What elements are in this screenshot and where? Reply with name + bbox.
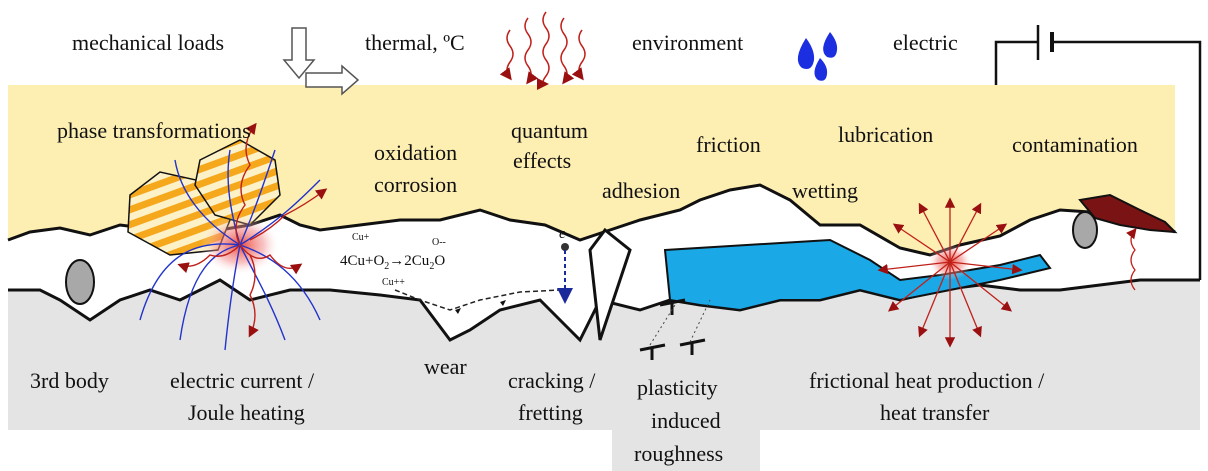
electron-icon xyxy=(561,243,569,251)
ion-cu-plus: Cu+ xyxy=(352,232,370,243)
label-oxidation: oxidation xyxy=(374,140,457,165)
ion-cu-plus-plus: Cu++ xyxy=(382,277,405,288)
label-electric: electric xyxy=(893,30,958,55)
label-roughness: roughness xyxy=(634,441,723,466)
label-joule-heating: Joule heating xyxy=(188,400,305,425)
label-mechanical-loads: mechanical loads xyxy=(72,30,224,55)
contamination-layer xyxy=(1078,193,1178,234)
contamination-heat-arrow xyxy=(1126,227,1137,291)
label-quantum: quantum xyxy=(511,118,588,143)
oxidation-equation: 4Cu+O2→2Cu2O xyxy=(340,253,445,272)
electron-label: e- xyxy=(559,226,571,242)
label-environment: environment xyxy=(632,30,743,55)
label-fretting: fretting xyxy=(518,400,583,425)
label-adhesion: adhesion xyxy=(602,178,680,203)
third-body-particle xyxy=(65,259,95,305)
lower-surface-line xyxy=(8,278,1200,343)
label-lubrication: lubrication xyxy=(838,122,933,147)
label-phase-transformations: phase transformations xyxy=(57,118,251,143)
label-heat-transfer: heat transfer xyxy=(880,400,990,425)
label-friction: friction xyxy=(696,132,761,157)
label-third-body: 3rd body xyxy=(30,368,109,393)
electric-circuit xyxy=(994,25,1202,280)
label-plasticity: plasticity xyxy=(637,375,718,400)
ion-o-minus: O-- xyxy=(432,237,446,248)
label-electric-current: electric current / xyxy=(170,368,315,393)
crack xyxy=(588,227,632,341)
label-wetting: wetting xyxy=(792,178,858,203)
label-thermal: thermal, ºC xyxy=(365,30,465,55)
dislocation-marks xyxy=(639,298,706,360)
label-effects: effects xyxy=(513,148,571,173)
lower-body xyxy=(8,280,1200,471)
label-frictional-heat: frictional heat production / xyxy=(809,368,1045,393)
label-corrosion: corrosion xyxy=(374,172,457,197)
water-droplets-icon xyxy=(797,32,838,81)
label-induced: induced xyxy=(651,408,721,433)
lubricant xyxy=(663,238,1052,312)
label-contamination: contamination xyxy=(1012,132,1138,157)
label-wear: wear xyxy=(424,354,467,379)
wear-track xyxy=(394,289,561,311)
label-cracking: cracking / xyxy=(508,368,596,393)
contaminant-particle xyxy=(1072,211,1098,249)
frictional-heat-arrows xyxy=(877,197,1023,348)
heat-wavy-arrows-joule xyxy=(177,122,328,338)
mechanical-load-arrows-icon xyxy=(282,27,360,96)
upper-body xyxy=(8,85,1175,255)
thermal-wavy-arrows-icon xyxy=(499,11,586,90)
